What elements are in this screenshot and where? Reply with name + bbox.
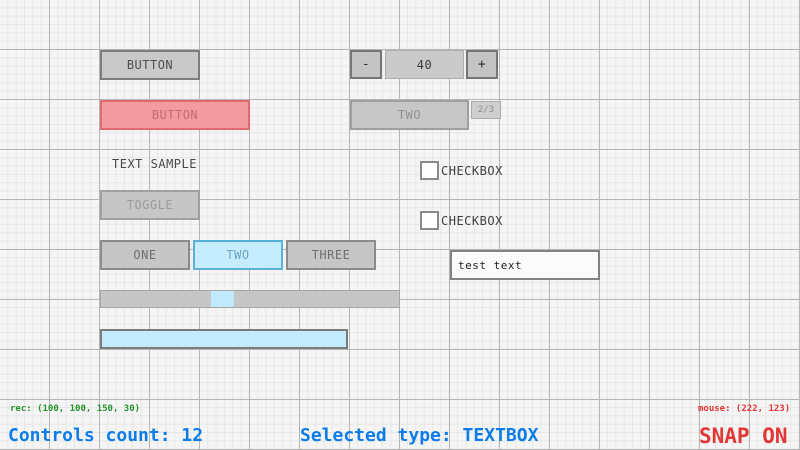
- textbox-control[interactable]: test text: [450, 250, 600, 280]
- toggle-group-item-one[interactable]: ONE: [100, 240, 190, 270]
- status-snap-indicator[interactable]: SNAP ON: [699, 424, 788, 448]
- status-selected-type: Selected type: TEXTBOX: [300, 425, 539, 446]
- spinner-minus-button[interactable]: -: [350, 50, 382, 79]
- spinner-plus-button[interactable]: +: [466, 50, 498, 79]
- progress-bar-control[interactable]: [100, 329, 348, 349]
- checkbox-b-label: CHECKBOX: [441, 213, 503, 228]
- slider-knob[interactable]: [211, 291, 234, 307]
- button-control[interactable]: BUTTON: [100, 50, 200, 80]
- checkbox-a-box[interactable]: [420, 161, 439, 180]
- checkbox-b-box[interactable]: [420, 211, 439, 230]
- status-mouse-coordinates: mouse: (222, 123): [698, 404, 791, 414]
- spinner-value[interactable]: 40: [385, 50, 464, 79]
- toggle-control[interactable]: TOGGLE: [100, 190, 200, 220]
- toggle-group-item-three[interactable]: THREE: [286, 240, 376, 270]
- status-controls-count: Controls count: 12: [8, 425, 204, 446]
- checkbox-a-label: CHECKBOX: [441, 163, 503, 178]
- toggle-group-item-two-active[interactable]: TWO: [193, 240, 283, 270]
- combo-box-counter[interactable]: 2/3: [471, 101, 501, 119]
- text-sample-label: TEXT SAMPLE: [112, 157, 197, 171]
- status-rec-coordinates: rec: (100, 100, 150, 30): [10, 404, 141, 414]
- selected-button-control[interactable]: BUTTON: [100, 100, 250, 130]
- slider-control[interactable]: [100, 290, 400, 308]
- combo-box-control[interactable]: TWO: [350, 100, 469, 130]
